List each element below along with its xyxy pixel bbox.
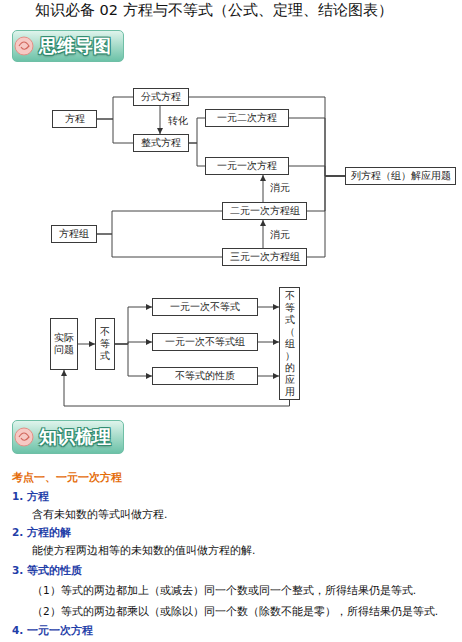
point-heading: 4. 一元一次方程 xyxy=(12,624,93,638)
body-text: 含有未知数的等式叫做方程. xyxy=(32,508,167,522)
edge-label: 消元 xyxy=(270,182,290,194)
concept-box: 方程 xyxy=(52,110,97,128)
connector xyxy=(189,97,345,176)
node-text: 分式方程 xyxy=(141,91,181,103)
point-heading: 1. 方程 xyxy=(12,490,49,504)
node-text: 实际问题 xyxy=(51,332,77,356)
connector xyxy=(258,342,279,343)
node-text: 知识梳理 xyxy=(39,426,111,448)
section-banner: 知识梳理 xyxy=(12,420,124,454)
section-heading: 考点一、一元一次方程 xyxy=(12,471,122,485)
connector xyxy=(78,344,95,345)
connector xyxy=(97,119,133,143)
node-text: 一元一次方程 xyxy=(217,160,277,172)
node-text: 整式方程 xyxy=(141,137,181,149)
connector xyxy=(189,143,205,166)
body-text: （1）等式的两边都加上（或减去）同一个数或同一个整式，所得结果仍是等式. xyxy=(32,584,416,598)
concept-box: 不等式的性质 xyxy=(152,367,258,385)
connector xyxy=(307,176,345,257)
body-text: 能使方程两边相等的未知数的值叫做方程的解. xyxy=(32,544,255,558)
node-text: 一元一次不等式组 xyxy=(165,336,245,348)
node-text: 列方程（组）解应用题 xyxy=(351,170,451,182)
connector xyxy=(258,376,279,377)
node-text: 一元一次不等式 xyxy=(170,301,240,313)
connector xyxy=(289,118,345,176)
concept-box: 分式方程 xyxy=(133,88,189,106)
concept-box: 二元一次方程组 xyxy=(222,202,307,220)
section-banner: 思维导图 xyxy=(12,30,124,62)
concept-box: 实际问题 xyxy=(50,318,78,370)
concept-box: 不等式 xyxy=(95,318,115,370)
body-text: （2）等式的两边都乘以（或除以）同一个数（除数不能是零），所得结果仍是等式. xyxy=(32,605,438,619)
node-text: 二元一次方程组 xyxy=(230,205,300,217)
concept-box: 整式方程 xyxy=(133,134,189,152)
node-text: 思维导图 xyxy=(39,35,111,57)
node-text: 方程 xyxy=(65,113,85,125)
connector xyxy=(97,97,133,119)
concept-box: 一元一次不等式 xyxy=(152,298,258,316)
connector xyxy=(289,166,345,176)
connector xyxy=(97,211,222,234)
node-text: 不等式 xyxy=(96,326,114,362)
connector xyxy=(189,118,205,143)
point-heading: 3. 等式的性质 xyxy=(12,564,82,578)
edge-label: 消元 xyxy=(270,229,290,241)
concept-box: 一元一次方程 xyxy=(205,157,289,175)
concept-box: 一元二次方程 xyxy=(205,109,289,127)
application-box: 不等式（组）的应用 xyxy=(279,287,300,400)
node-text: 不等式的性质 xyxy=(175,370,235,382)
point-heading: 2. 方程的解 xyxy=(12,526,71,540)
concept-box: 一元一次不等式组 xyxy=(152,333,258,351)
connector xyxy=(97,234,222,257)
edge-label: 转化 xyxy=(168,115,188,127)
application-box: 列方程（组）解应用题 xyxy=(345,167,456,185)
connector xyxy=(263,175,264,202)
node-text: 方程组 xyxy=(59,228,89,240)
concept-box: 三元一次方程组 xyxy=(222,248,307,266)
connector xyxy=(115,344,152,376)
node-text: 一元二次方程 xyxy=(217,112,277,124)
connector xyxy=(258,307,279,308)
connector xyxy=(263,220,264,248)
concept-box: 方程组 xyxy=(51,225,97,243)
connector xyxy=(307,176,345,211)
connector xyxy=(115,342,152,344)
page-title: 知识必备 02 方程与不等式（公式、定理、结论图表） xyxy=(35,1,393,20)
node-text: 三元一次方程组 xyxy=(230,251,300,263)
connector xyxy=(160,106,161,134)
connector xyxy=(115,307,152,344)
node-text: 不等式（组）的应用 xyxy=(280,290,299,398)
